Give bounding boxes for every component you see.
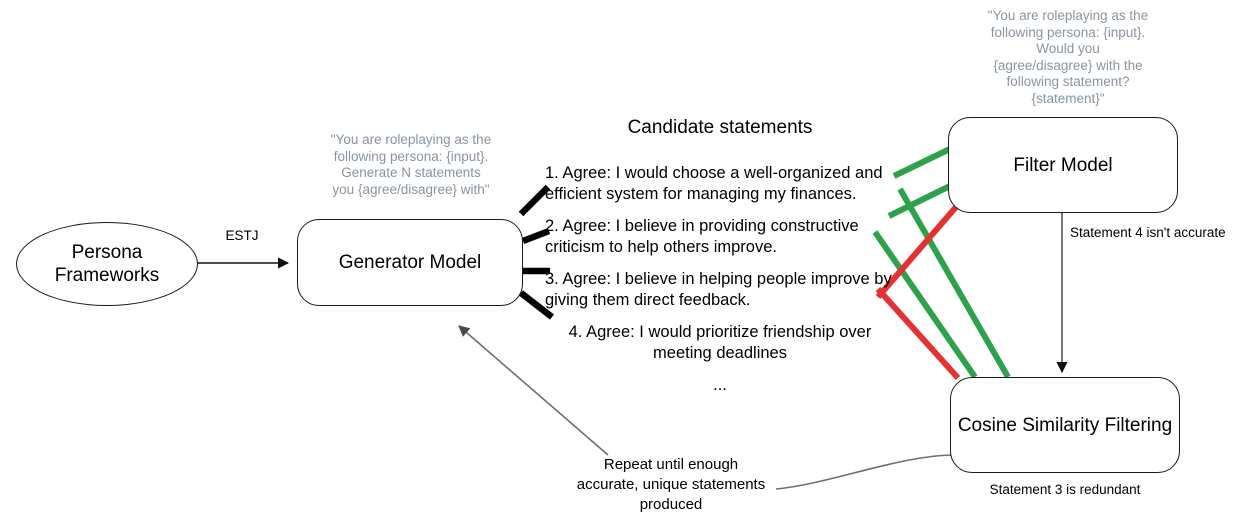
candidate-statements-list: 1. Agree: I would choose a well-organize…	[545, 163, 895, 396]
generator-prompt-note: "You are roleplaying as the following pe…	[330, 132, 492, 197]
node-generator-model-label: Generator Model	[338, 252, 482, 273]
list-item: 3. Agree: I believe in helping people im…	[545, 270, 892, 309]
node-filter-model[interactable]: Filter Model	[948, 117, 1178, 213]
edge-label-statement-4-inaccurate: Statement 4 isn't accurate	[1070, 225, 1226, 240]
note-statement-3-redundant: Statement 3 is redundant	[989, 482, 1141, 497]
node-persona-frameworks-label: Persona Frameworks	[54, 242, 160, 286]
filter-prompt-note: "You are roleplaying as the following pe…	[987, 8, 1149, 106]
edge-label-repeat-loop: Repeat until enough accurate, unique sta…	[576, 456, 766, 513]
edge-label-persona-to-generator: ESTJ	[225, 228, 259, 243]
node-cosine-similarity-filtering[interactable]: Cosine Similarity Filtering	[950, 377, 1180, 473]
candidate-statements-title: Candidate statements	[627, 117, 813, 138]
list-ellipsis: ...	[713, 376, 727, 394]
cosine-to-feedback-line	[775, 454, 956, 490]
list-item: 1. Agree: I would choose a well-organize…	[545, 164, 883, 203]
node-cosine-similarity-filtering-label: Cosine Similarity Filtering	[957, 414, 1173, 436]
list-item: 4. Agree: I would prioritize friendship …	[568, 323, 872, 362]
node-persona-frameworks[interactable]: Persona Frameworks	[16, 222, 198, 306]
node-generator-model[interactable]: Generator Model	[297, 219, 523, 306]
node-filter-model-label: Filter Model	[1013, 154, 1113, 176]
list-item: 2. Agree: I believe in providing constru…	[545, 217, 859, 256]
